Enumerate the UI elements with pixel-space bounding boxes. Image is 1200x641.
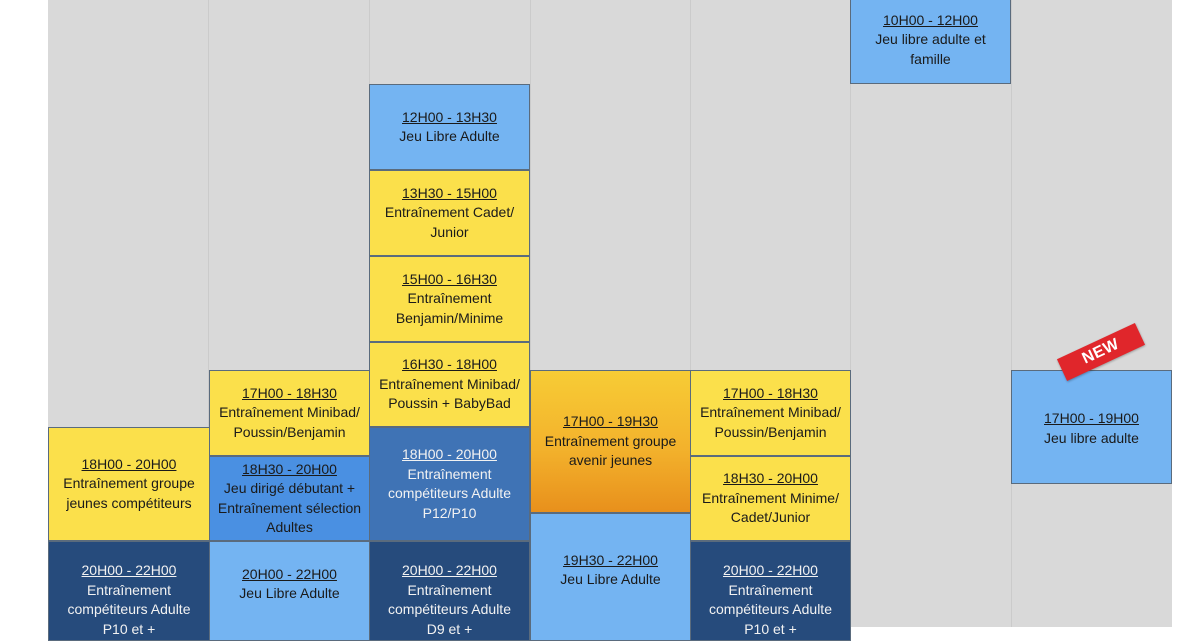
slot-time: 15H00 - 16H30 [402,270,497,287]
slot-description: Entraînement groupe jeunes compétiteurs [63,475,195,511]
slot-description: Entraînement Minime/ Cadet/Junior [702,489,839,526]
slot-15h-16h30-benjamin-minime[interactable]: 15H00 - 16H30 Entraînement Benjamin/Mini… [369,256,530,342]
slot-time: 20H00 - 22H00 [242,565,337,582]
slot-description: Jeu Libre Adulte [399,128,500,144]
slot-time: 18H00 - 20H00 [81,455,177,472]
slot-description: Entraînement Minibad/ Poussin + BabyBad [379,375,520,412]
slot-time: 19H30 - 22H00 [563,551,658,568]
slot-12h-13h30-jeu-libre[interactable]: 12H00 - 13H30 Jeu Libre Adulte [369,84,530,170]
slot-20h-22h-competiteurs-p10-friday[interactable]: 20H00 - 22H00 Entraînement compétiteurs … [690,541,851,641]
slot-time: 17H00 - 18H30 [723,384,818,401]
slot-17h-18h30-minibad-friday[interactable]: 17H00 - 18H30 Entraînement Minibad/ Pous… [690,370,851,456]
slot-time: 17H00 - 19H00 [1044,410,1139,426]
slot-17h-18h30-minibad[interactable]: 17H00 - 18H30 Entraînement Minibad/ Pous… [209,370,370,456]
slot-13h30-15h-cadet-junior[interactable]: 13H30 - 15H00 Entraînement Cadet/ Junior [369,170,530,256]
slot-description: Jeu libre adulte [1044,429,1139,446]
slot-description: Jeu Libre Adulte [239,585,340,601]
column-divider [850,0,851,627]
slot-time: 16H30 - 18H00 [402,356,497,373]
slot-10h-12h-jeu-libre-famille[interactable]: 10H00 - 12H00 Jeu libre adulte et famill… [850,0,1011,84]
slot-19h30-22h-jeu-libre[interactable]: 19H30 - 22H00 Jeu Libre Adulte [530,513,691,641]
slot-description: Entraînement Benjamin/Minime [395,290,504,326]
slot-18h-20h-competiteurs-p12[interactable]: 18H00 - 20H00 Entraînement compétiteurs … [369,427,530,541]
slot-16h30-18h-minibad[interactable]: 16H30 - 18H00 Entraînement Minibad/ Pous… [369,342,530,427]
slot-description: Entraînement compétiteurs Adulte P10 et … [67,581,191,637]
slot-time: 20H00 - 22H00 [402,562,497,578]
slot-description: Entraînement compétiteurs Adulte P10 et … [709,581,832,637]
slot-20h-22h-competiteurs-d9[interactable]: 20H00 - 22H00 Entraînement compétiteurs … [369,541,530,641]
column-divider [208,0,209,627]
slot-description: Entraînement compétiteurs Adulte P12/P10 [388,465,511,521]
slot-description: Jeu libre adulte et famille [875,31,986,67]
column-divider [1011,0,1012,627]
slot-time: 17H00 - 18H30 [242,384,337,401]
slot-description: Entraînement Minibad/ Poussin/Benjamin [219,404,360,440]
slot-time: 10H00 - 12H00 [883,11,978,28]
slot-description: Entraînement Cadet/ Junior [384,204,515,240]
slot-description: Entraînement compétiteurs Adulte D9 et + [388,581,511,637]
slot-description: Entraînement groupe avenir jeunes [544,432,677,469]
slot-description: Entraînement Minibad/ Poussin/Benjamin [700,404,841,440]
slot-time: 18H30 - 20H00 [723,470,818,487]
slot-20h-22h-competiteurs-p10[interactable]: 20H00 - 22H00 Entraînement compétiteurs … [48,541,210,641]
slot-time: 17H00 - 19H30 [563,413,658,429]
slot-time: 20H00 - 22H00 [723,562,818,578]
column-divider [530,0,531,627]
slot-description: Jeu Libre Adulte [560,571,661,587]
slot-17h-19h-jeu-libre-sunday[interactable]: 17H00 - 19H00 Jeu libre adulte [1011,370,1172,484]
slot-time: 13H30 - 15H00 [402,184,497,201]
slot-time: 18H00 - 20H00 [402,446,497,462]
slot-20h-22h-jeu-libre[interactable]: 20H00 - 22H00 Jeu Libre Adulte [209,541,370,641]
slot-time: 12H00 - 13H30 [402,108,497,125]
slot-18h30-20h-minime-cadet[interactable]: 18H30 - 20H00 Entraînement Minime/ Cadet… [690,456,851,541]
slot-time: 20H00 - 22H00 [81,562,177,578]
slot-18h30-20h-jeu-dirige[interactable]: 18H30 - 20H00 Jeu dirigé débutant + Entr… [209,456,370,541]
column-divider [690,0,691,627]
slot-description: Jeu dirigé débutant + Entraînement sélec… [217,480,362,535]
slot-time: 18H30 - 20H00 [242,460,337,477]
slot-17h-19h30-avenir-jeunes[interactable]: 17H00 - 19H30 Entraînement groupe avenir… [530,370,691,513]
slot-18h-20h-jeunes-competiteurs[interactable]: 18H00 - 20H00 Entraînement groupe jeunes… [48,427,210,541]
